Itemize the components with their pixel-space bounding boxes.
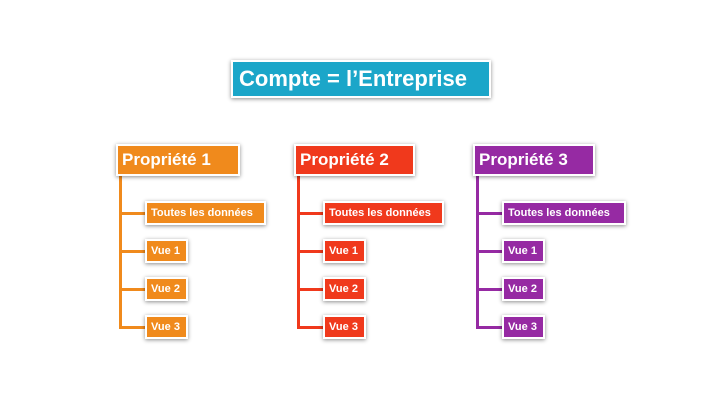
property-2-label: Propriété 2 <box>300 150 389 169</box>
property-3-item-view-3: Vue 3 <box>502 315 545 339</box>
property-1-item-view-3: Vue 3 <box>145 315 188 339</box>
property-1-label: Propriété 1 <box>122 150 211 169</box>
property-1-branch-all <box>119 212 146 215</box>
property-1-item-view-2: Vue 2 <box>145 277 188 301</box>
property-2-item-view-3: Vue 3 <box>323 315 366 339</box>
property-1-branch-view-2 <box>119 288 146 291</box>
property-2-box: Propriété 2 <box>294 144 415 176</box>
property-3-item-all-data: Toutes les données <box>502 201 626 225</box>
property-1-box: Propriété 1 <box>116 144 240 176</box>
property-2-branch-view-3 <box>297 326 324 329</box>
property-2-branch-view-2 <box>297 288 324 291</box>
property-3-branch-view-1 <box>476 250 503 253</box>
property-2-branch-view-1 <box>297 250 324 253</box>
property-3-box: Propriété 3 <box>473 144 595 176</box>
property-3-branch-view-2 <box>476 288 503 291</box>
account-root-label: Compte = l’Entreprise <box>239 66 468 91</box>
property-1-branch-view-3 <box>119 326 146 329</box>
property-2-item-view-2: Vue 2 <box>323 277 366 301</box>
account-root-box: Compte = l’Entreprise <box>231 60 491 98</box>
property-1-item-view-1: Vue 1 <box>145 239 188 263</box>
property-3-branch-view-3 <box>476 326 503 329</box>
property-1-branch-view-1 <box>119 250 146 253</box>
property-3-item-view-2: Vue 2 <box>502 277 545 301</box>
property-2-branch-all <box>297 212 324 215</box>
property-3-item-view-1: Vue 1 <box>502 239 545 263</box>
property-3-label: Propriété 3 <box>479 150 568 169</box>
property-2-item-all-data: Toutes les données <box>323 201 444 225</box>
property-3-branch-all <box>476 212 503 215</box>
property-1-item-all-data: Toutes les données <box>145 201 266 225</box>
property-2-item-view-1: Vue 1 <box>323 239 366 263</box>
